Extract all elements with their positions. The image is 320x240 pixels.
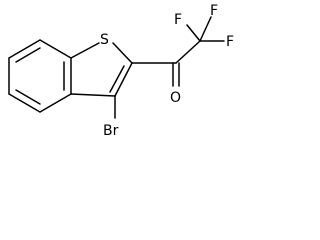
atom-oxygen: O [170, 90, 181, 106]
bond [70, 93, 116, 97]
bond [39, 93, 72, 113]
bond [114, 62, 133, 97]
bond [112, 42, 133, 64]
bond [8, 93, 41, 113]
bond [39, 39, 72, 59]
double-bond-inner [109, 65, 125, 93]
benzene-ring [8, 39, 72, 113]
trifluoromethyl-group [186, 16, 225, 42]
atom-bromine: Br [103, 123, 119, 139]
atom-fluorine: F [174, 12, 182, 28]
chemical-structure: S Br O F F F [8, 3, 234, 139]
bond [70, 42, 100, 59]
bond [199, 16, 212, 42]
thiophene-ring [70, 42, 133, 97]
double-bond-inner [15, 47, 41, 63]
atom-sulfur: S [100, 32, 109, 48]
carbonyl-group [131, 40, 201, 87]
bond [8, 39, 41, 59]
bond [186, 24, 201, 42]
atom-fluorine: F [226, 34, 234, 50]
double-bond-inner [15, 89, 41, 105]
atom-fluorine: F [210, 3, 218, 19]
bond [175, 40, 201, 64]
